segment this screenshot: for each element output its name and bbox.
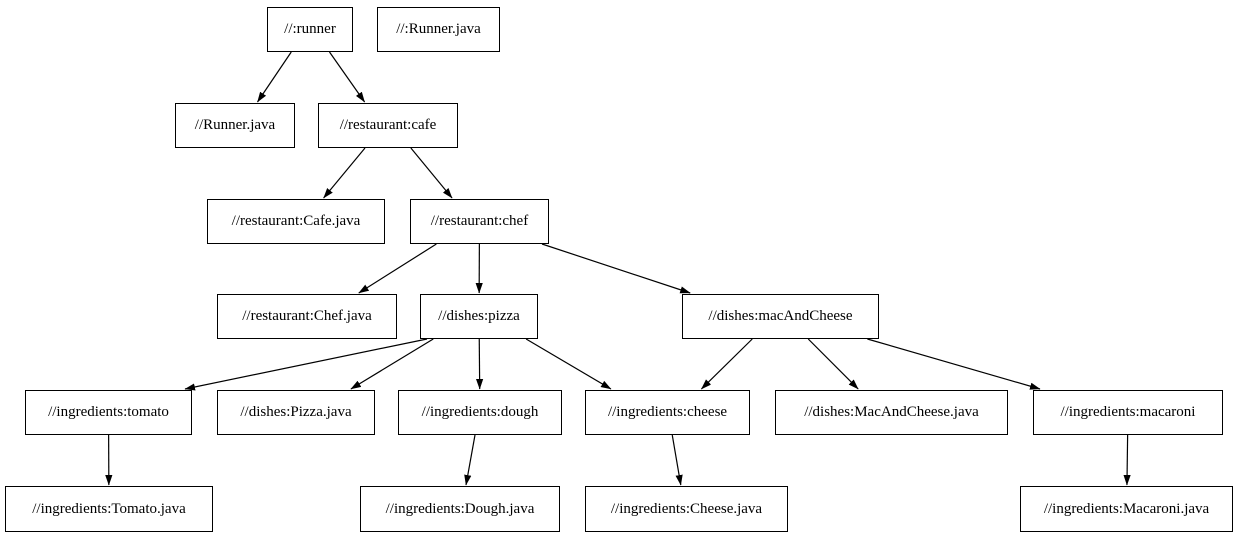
graph-edge-pizza-to-tomato bbox=[184, 338, 428, 391]
graph-edge-mac_and_cheese-to-macaroni bbox=[867, 338, 1041, 390]
graph-node-mac_and_cheese: //dishes:macAndCheese bbox=[682, 294, 879, 339]
graph-edge-mac_and_cheese-to-cheese bbox=[700, 338, 753, 390]
graph-node-runner_java: //Runner.java bbox=[175, 103, 295, 148]
graph-node-label: //:runner bbox=[284, 21, 336, 37]
graph-node-cheese: //ingredients:cheese bbox=[585, 390, 750, 435]
graph-node-label: //ingredients:Dough.java bbox=[385, 500, 535, 517]
graph-node-label: //ingredients:Macaroni.java bbox=[1043, 500, 1210, 517]
graph-node-pizza_java: //dishes:Pizza.java bbox=[217, 390, 375, 435]
graph-node-label: //restaurant:chef bbox=[430, 213, 529, 229]
graph-edge-cafe-to-cafe_java bbox=[323, 147, 366, 199]
graph-node-label: //ingredients:dough bbox=[421, 404, 539, 420]
graph-edge-cafe-to-chef bbox=[410, 147, 453, 199]
graph-node-macaroni: //ingredients:macaroni bbox=[1033, 390, 1223, 435]
graph-node-label: //Runner.java bbox=[194, 117, 276, 133]
graph-edge-runner-to-runner_java bbox=[257, 51, 292, 103]
graph-node-label: //dishes:Pizza.java bbox=[240, 404, 352, 420]
graph-node-label: //ingredients:Tomato.java bbox=[32, 500, 186, 517]
graph-node-mac_and_cheese_java: //dishes:MacAndCheese.java bbox=[775, 390, 1008, 435]
graph-node-label: //ingredients:macaroni bbox=[1060, 404, 1196, 420]
graph-node-label: //ingredients:cheese bbox=[607, 404, 728, 420]
graph-node-label: //restaurant:Cafe.java bbox=[231, 213, 361, 229]
graph-edge-chef-to-chef_java bbox=[358, 243, 437, 294]
graph-node-runner_java_file: //:Runner.java bbox=[377, 7, 500, 52]
graph-edge-chef-to-mac_and_cheese bbox=[541, 243, 691, 294]
graph-node-cheese_java: //ingredients:Cheese.java bbox=[585, 486, 788, 532]
graph-node-cafe: //restaurant:cafe bbox=[318, 103, 458, 148]
graph-edge-dough-to-dough_java bbox=[464, 434, 476, 486]
graph-node-label: //dishes:MacAndCheese.java bbox=[804, 404, 979, 420]
graph-node-cafe_java: //restaurant:Cafe.java bbox=[207, 199, 385, 244]
graph-node-chef: //restaurant:chef bbox=[410, 199, 549, 244]
graph-node-runner: //:runner bbox=[267, 7, 353, 52]
graph-node-label: //ingredients:Cheese.java bbox=[610, 500, 763, 517]
graph-node-label: //dishes:macAndCheese bbox=[708, 308, 853, 324]
graph-node-chef_java: //restaurant:Chef.java bbox=[217, 294, 397, 339]
graph-edge-pizza-to-pizza_java bbox=[350, 338, 434, 390]
graph-node-tomato_java: //ingredients:Tomato.java bbox=[5, 486, 213, 532]
graph-edge-macaroni-to-macaroni_java bbox=[1123, 434, 1131, 486]
graph-edge-cheese-to-cheese_java bbox=[671, 434, 683, 486]
graph-edge-pizza-to-cheese bbox=[525, 338, 612, 390]
graph-edge-mac_and_cheese-to-mac_and_cheese_java bbox=[807, 338, 859, 390]
graph-node-pizza: //dishes:pizza bbox=[420, 294, 538, 339]
graph-node-label: //dishes:pizza bbox=[438, 308, 520, 324]
graph-edge-runner-to-cafe bbox=[329, 51, 366, 103]
graph-node-label: //:Runner.java bbox=[396, 21, 481, 37]
graph-node-dough: //ingredients:dough bbox=[398, 390, 562, 435]
graph-node-tomato: //ingredients:tomato bbox=[25, 390, 192, 435]
graph-node-label: //restaurant:Chef.java bbox=[242, 308, 372, 324]
graph-node-label: //restaurant:cafe bbox=[339, 117, 437, 133]
graph-node-macaroni_java: //ingredients:Macaroni.java bbox=[1020, 486, 1233, 532]
graph-node-label: //ingredients:tomato bbox=[48, 404, 169, 420]
graph-node-dough_java: //ingredients:Dough.java bbox=[360, 486, 560, 532]
